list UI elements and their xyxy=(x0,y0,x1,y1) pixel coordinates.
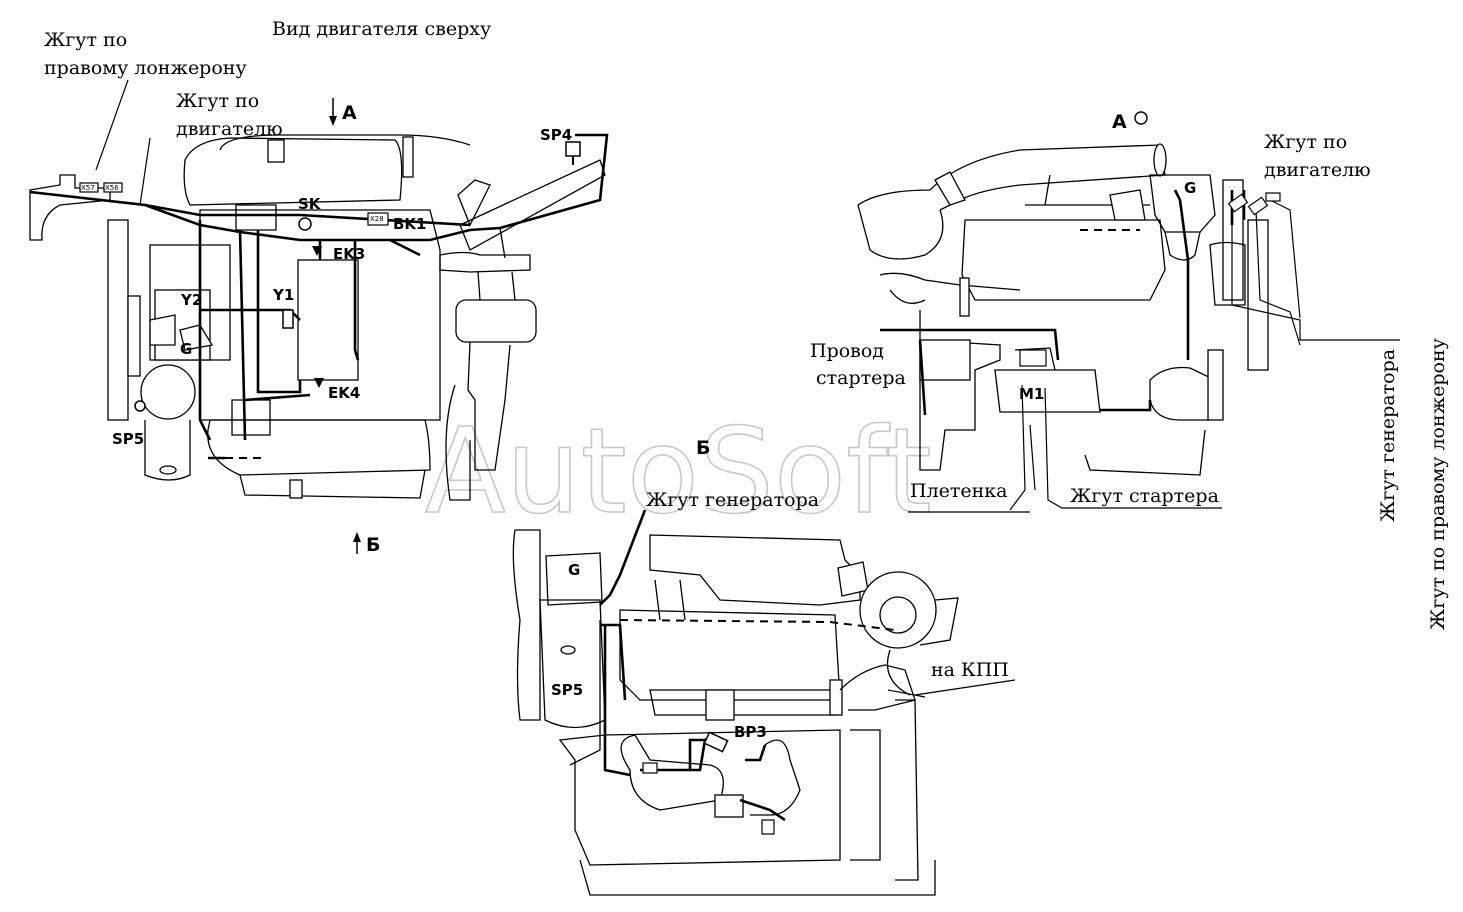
label-view-a-harness-engine-1: Жгут по xyxy=(1264,131,1347,153)
watermark: AutoSoft xyxy=(425,402,932,540)
label-starter-wire-2: стартера xyxy=(816,367,906,389)
label-harness-right-rail-1: Жгут по xyxy=(44,29,127,51)
label-harness-right-rail-2: правому лонжерону xyxy=(44,57,247,79)
top-view: Вид двигателя сверху Жгут по правому лон… xyxy=(29,18,609,556)
label-y1: Y1 xyxy=(272,286,294,304)
sensor-sp5-icon xyxy=(134,400,146,412)
label-sp5-top: SP5 xyxy=(112,430,144,448)
label-bk1: BK1 xyxy=(393,215,427,233)
sensor-sp4-icon xyxy=(565,141,581,165)
label-harness-engine-1: Жгут по xyxy=(176,90,259,112)
view-b: Б Жгут генератора на КПП xyxy=(512,437,1016,896)
label-m1: M1 xyxy=(1019,385,1044,403)
heater-ek4-icon xyxy=(314,378,324,388)
view-b-engine-outline xyxy=(512,529,959,896)
label-generator-harness-vertical: Жгут генератора xyxy=(1377,349,1399,522)
view-b-title: Б xyxy=(696,437,710,459)
label-sp5-view-b: SP5 xyxy=(551,681,583,699)
label-sp4: SP4 xyxy=(540,126,572,144)
view-a-engine-outline xyxy=(857,143,1269,476)
heater-ek3-icon xyxy=(312,246,322,256)
view-a-circle-icon xyxy=(1134,111,1148,125)
label-bp3: BP3 xyxy=(734,723,767,741)
svg-text:X57: X57 xyxy=(81,184,95,192)
view-a: А Жгут по двигателю Провод стартера Плет… xyxy=(810,111,1449,630)
arrow-a-label: А xyxy=(342,102,357,124)
connector-x57-icon: X57 xyxy=(79,182,99,193)
label-starter-harness: Жгут стартера xyxy=(1070,485,1219,507)
label-starter-wire-1: Провод xyxy=(810,340,884,362)
label-view-a-harness-engine-2: двигателю xyxy=(1264,159,1371,181)
svg-text:X56: X56 xyxy=(105,184,119,192)
view-a-connector-icons xyxy=(1019,192,1281,367)
svg-text:X28: X28 xyxy=(370,215,384,223)
label-ek4: EK4 xyxy=(328,384,360,402)
arrow-b-icon xyxy=(353,532,361,554)
sensor-sk-icon xyxy=(298,217,312,231)
arrow-b-label: Б xyxy=(366,534,380,556)
label-harness-engine-2: двигателю xyxy=(176,118,283,140)
label-g-view-a: G xyxy=(1184,179,1196,197)
view-a-harness xyxy=(880,189,1400,513)
connector-x56-icon: X56 xyxy=(103,182,123,193)
valve-y1-icon xyxy=(282,309,294,329)
arrow-a-icon xyxy=(329,98,337,126)
sensor-bp3-icon xyxy=(703,731,729,753)
connector-x28-icon: X28 xyxy=(367,212,389,226)
label-to-gearbox: на КПП xyxy=(931,659,1009,681)
label-braid: Плетенка xyxy=(910,480,1008,502)
label-g-top: G xyxy=(180,340,192,358)
view-a-title: А xyxy=(1112,111,1127,133)
label-sk: SK xyxy=(298,195,322,213)
label-generator-harness: Жгут генератора xyxy=(646,489,819,511)
label-g-view-b: G xyxy=(568,561,580,579)
label-right-rail-harness-vertical: Жгут по правому лонжерону xyxy=(1427,338,1449,630)
top-view-title: Вид двигателя сверху xyxy=(272,18,491,40)
label-y2: Y2 xyxy=(180,291,202,309)
label-leaders xyxy=(95,79,151,206)
label-ek3: EK3 xyxy=(333,245,365,263)
view-b-device-icons xyxy=(642,731,775,835)
